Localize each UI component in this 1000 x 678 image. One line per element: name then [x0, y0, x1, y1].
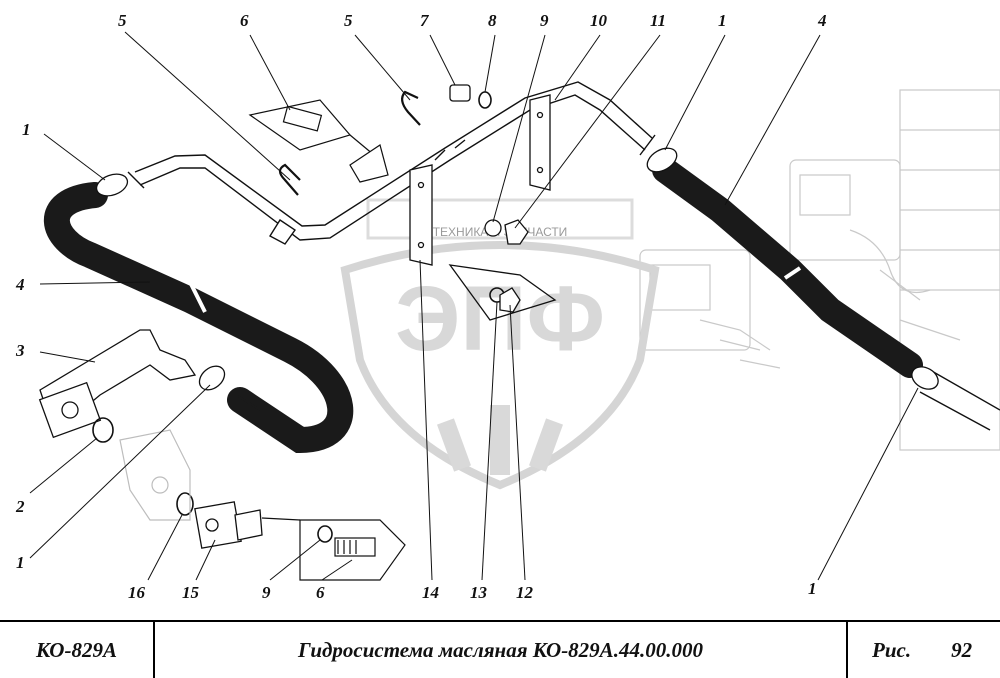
callout-16: 16 — [128, 583, 146, 602]
pipe-brackets — [409, 94, 551, 266]
pump-body — [119, 429, 191, 521]
callout-7: 7 — [420, 11, 430, 30]
watermark: ТЕХНИКА И ЗАПЧАСТИ ЭПФ — [340, 198, 660, 490]
callout-10: 10 — [590, 11, 608, 30]
background-machinery — [639, 89, 1000, 451]
title-block: КО-829А Гидросистема масляная КО-829А.44… — [0, 620, 1000, 678]
callout-14: 14 — [422, 583, 439, 602]
callout-4-right: 4 — [817, 11, 827, 30]
callout-9-bottom: 9 — [262, 583, 271, 602]
callout-1-top-left: 1 — [22, 120, 31, 139]
figure-reference: Рис. 92 — [848, 622, 1000, 678]
union-fitting — [449, 84, 471, 102]
callout-13: 13 — [470, 583, 488, 602]
hose-left — [43, 182, 354, 454]
bolt-inset-bottom — [261, 517, 406, 581]
callout-1-left: 1 — [16, 553, 25, 572]
hose-right — [652, 157, 923, 378]
callout-2: 2 — [15, 497, 25, 516]
drawing-title: Гидросистема масляная КО-829А.44.00.000 — [155, 622, 848, 678]
callout-5-mid: 5 — [344, 11, 353, 30]
callout-3: 3 — [15, 341, 25, 360]
bolt-inset-top — [248, 99, 389, 183]
steel-pipe — [127, 81, 656, 245]
nut-washer-set — [448, 219, 557, 321]
callout-1-top-right: 1 — [718, 11, 727, 30]
watermark-logo: ЭПФ — [395, 268, 605, 370]
callout-9-top: 9 — [540, 11, 549, 30]
callout-15: 15 — [182, 583, 200, 602]
right-outlet-pipe — [919, 369, 1000, 431]
callout-12: 12 — [516, 583, 534, 602]
callout-6-top: 6 — [240, 11, 249, 30]
callout-8: 8 — [488, 11, 497, 30]
leader-lines — [29, 31, 919, 581]
callout-5-left: 5 — [118, 11, 127, 30]
callout-6-bottom: 6 — [316, 583, 325, 602]
elbow-fitting — [38, 329, 197, 439]
flange-fitting — [194, 501, 263, 549]
hydraulic-assembly-drawing: ТЕХНИКА И ЗАПЧАСТИ ЭПФ — [15, 11, 1000, 602]
callout-11: 11 — [650, 11, 666, 30]
callout-4-left: 4 — [15, 275, 25, 294]
model-code: КО-829А — [0, 622, 155, 678]
callout-numbers: 1 1 1 1 2 3 4 4 5 5 6 6 7 8 9 9 10 11 12… — [15, 11, 827, 602]
figure-label: Рис. — [872, 637, 912, 662]
callout-1-bottom-right: 1 — [808, 579, 817, 598]
figure-number: 92 — [951, 637, 973, 662]
